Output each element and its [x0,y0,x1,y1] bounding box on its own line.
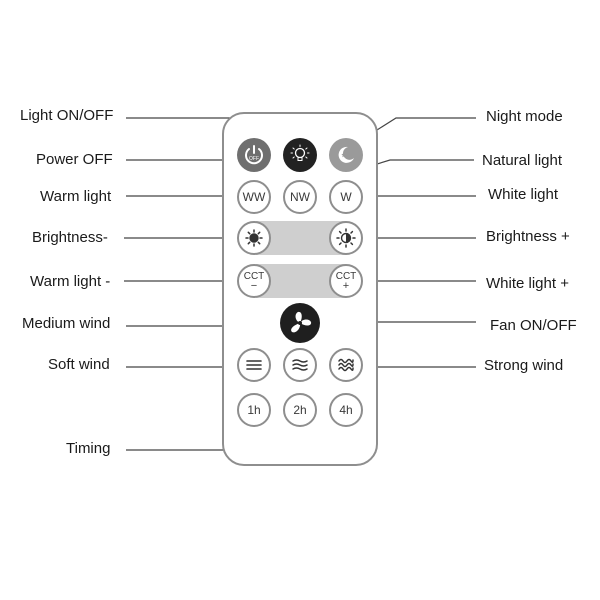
label-light-onoff: Light ON/OFF [20,107,114,124]
cct-minus-sign: − [250,279,258,292]
power-off-icon: OFF [245,145,263,165]
brightness-minus-button[interactable] [237,221,271,255]
label-brightness-minus: Brightness- [32,229,108,246]
timer-4h-label: 4h [339,403,353,417]
label-strong-wind: Strong wind [484,357,564,374]
strong-wind-button[interactable] [329,348,363,382]
cct-minus-label: CCT [243,270,265,282]
power-off-text: OFF [249,156,259,162]
label-timing: Timing [66,440,111,457]
soft-wind-button[interactable] [237,348,271,382]
label-natural-light: Natural light [482,152,563,169]
cct-plus-sign: + [342,279,350,292]
label-medium-wind: Medium wind [22,315,111,332]
label-warm-light: Warm light [40,188,112,205]
natural-light-button[interactable]: NW [283,180,317,214]
white-light-button[interactable]: W [329,180,363,214]
label-soft-wind: Soft wind [48,356,110,373]
label-fan-onoff: Fan ON/OFF [490,317,577,334]
label-white-light-plus: White light + [486,275,569,292]
label-warm-light-minus: Warm light - [30,273,111,290]
white-light-plus-button[interactable]: CCT + [329,264,363,298]
warm-light-button[interactable]: WW [237,180,271,214]
fan-onoff-button[interactable] [280,303,320,343]
timer-4h-button[interactable]: 4h [329,393,363,427]
strong-wind-icon [338,358,354,372]
medium-wind-icon [292,359,308,371]
power-off-button[interactable]: OFF [237,138,271,172]
light-onoff-button[interactable] [283,138,317,172]
white-light-button-label: W [340,190,352,204]
timer-2h-label: 2h [293,403,307,417]
brightness-plus-button[interactable] [329,221,363,255]
label-white-light: White light [488,186,559,203]
warm-light-minus-button[interactable]: CCT − [237,264,271,298]
natural-light-button-label: NW [290,190,310,204]
label-night-mode: Night mode [486,108,563,125]
moon-star-icon [338,146,354,163]
timer-1h-button[interactable]: 1h [237,393,271,427]
timer-2h-button[interactable]: 2h [283,393,317,427]
night-mode-button[interactable] [329,138,363,172]
warm-light-button-label: WW [242,190,266,204]
fan-icon [291,311,312,333]
soft-wind-icon [246,360,262,370]
light-bulb-icon [290,144,310,161]
label-power-off: Power OFF [36,151,113,168]
brightness-up-icon [336,228,356,248]
timer-1h-label: 1h [247,403,261,417]
medium-wind-button[interactable] [283,348,317,382]
label-brightness-plus: Brightness + [486,228,570,245]
brightness-down-icon [245,229,263,247]
cct-plus-label: CCT [335,270,357,282]
